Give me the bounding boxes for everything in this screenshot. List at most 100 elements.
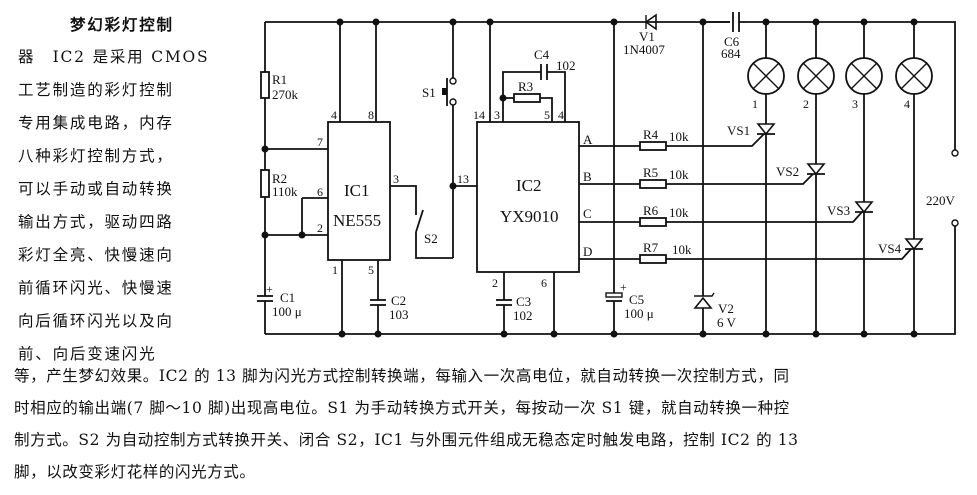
r5-value: 10k	[669, 167, 689, 182]
r4-label: R4	[643, 127, 659, 142]
ic1-pin2: 2	[317, 221, 323, 235]
ic1-ne555: IC1 NE555 4 8 7 6 2 3 1 5	[317, 18, 399, 338]
c2-value: 103	[389, 307, 409, 322]
ic1-pin7: 7	[317, 135, 323, 149]
c1-value: 100 μ	[272, 304, 302, 319]
lamp-4: 4	[895, 18, 933, 338]
ic2-pin2: 2	[492, 276, 498, 290]
ic2-pin13: 13	[457, 172, 469, 186]
bottom-line: 脚，以改变彩灯花样的闪光方式。	[14, 463, 256, 481]
side-line: 专用集成电路，内存	[18, 114, 174, 132]
r2-value: 110k	[272, 184, 298, 199]
row-d: R7 10k	[579, 240, 912, 264]
mains-terminals: 220V	[926, 149, 959, 227]
side-description: 梦幻彩灯控制 器 IC2 是采用 CMOS 工艺制造的彩灯控制 专用集成电路，内…	[18, 8, 218, 371]
lamp-2: 2	[797, 18, 835, 338]
r7-value: 10k	[672, 242, 692, 257]
vs1-thyristor: VS1	[727, 123, 776, 138]
ic1-pin4: 4	[331, 108, 337, 122]
lamp-1-label: 1	[752, 97, 758, 111]
v2-value: 6 V	[717, 315, 737, 330]
c1-plus: +	[266, 282, 273, 296]
c5-capacitor: + C5 100 μ	[605, 22, 654, 338]
side-line: 向后循环闪光以及向	[18, 312, 174, 330]
ic1-part: NE555	[333, 211, 381, 230]
r2-label: R2	[272, 171, 287, 186]
v1-diode: V1 1N4007	[610, 13, 707, 57]
vs2-label: VS2	[776, 164, 799, 179]
c6-value: 684	[721, 46, 741, 61]
c3-label: C3	[516, 294, 531, 309]
supply-label: 220V	[926, 193, 956, 208]
ic2-part: YX9010	[500, 207, 559, 226]
bottom-line: 制方式。S2 为自动控制方式转换开关、闭合 S2，IC1 与外围元件组成无稳态定…	[14, 431, 799, 449]
r1-label: R1	[272, 72, 287, 87]
s2-label: S2	[424, 231, 438, 246]
side-line: 可以手动或自动转换	[18, 180, 174, 198]
c5-label: C5	[629, 292, 644, 307]
vs4-thyristor: VS4	[878, 238, 924, 256]
ic2-pin3: 3	[494, 108, 500, 122]
side-line: 八种彩灯控制方式，	[18, 147, 174, 165]
vs4-label: VS4	[878, 241, 902, 256]
v1-value: 1N4007	[623, 42, 665, 57]
vs2-thyristor: VS2	[776, 163, 826, 179]
lamp-2-label: 2	[803, 97, 809, 111]
c1-label: C1	[280, 290, 295, 305]
c4-label: C4	[534, 47, 550, 62]
r5-label: R5	[643, 165, 658, 180]
side-line: 前循环闪光、快慢速	[18, 279, 174, 297]
lamp-4-label: 4	[904, 97, 910, 111]
vs3-thyristor: VS3	[827, 201, 874, 218]
c6-capacitor: C6 684	[703, 12, 746, 61]
ic2-out-a: A	[583, 132, 593, 147]
v2-zener: V2 6 V	[693, 22, 737, 338]
c5-plus: +	[620, 280, 627, 294]
r1-value: 270k	[272, 87, 299, 102]
c5-value: 100 μ	[624, 306, 654, 321]
bottom-line: 时相应的输出端(7 脚～10 脚)出现高电位。S1 为手动转换方式开关，每按动一…	[14, 399, 790, 417]
r6-label: R6	[643, 203, 659, 218]
ic1-pin6: 6	[317, 185, 323, 199]
c2-capacitor: C2 103	[370, 293, 409, 338]
ic2-pin5: 5	[544, 108, 550, 122]
c6-label: C6	[724, 34, 740, 49]
s1-label: S1	[422, 85, 436, 100]
c1-capacitor: + C1 100 μ	[257, 235, 302, 334]
r3-label: R3	[518, 79, 533, 94]
r2-resistor: R2 110k	[260, 149, 298, 235]
ic2-name: IC2	[516, 176, 542, 195]
r1-resistor: R1 270k	[260, 22, 299, 149]
ic2-out-c: C	[583, 206, 592, 221]
side-line: 彩灯全亮、快慢速向	[18, 246, 174, 264]
c3-value: 102	[513, 308, 533, 323]
ic2-yx9010: IC2 YX9010 14 3 5 4 13 2 6 A B C D	[457, 18, 593, 338]
side-line: 器 IC2 是采用 CMOS	[18, 48, 210, 66]
ic1-pin3: 3	[393, 172, 399, 186]
bottom-line: 等，产生梦幻效果。IC2 的 13 脚为闪光方式控制转换端，每输入一次高电位，就…	[14, 367, 790, 385]
r4-value: 10k	[669, 129, 689, 144]
ic1-pin8: 8	[368, 108, 374, 122]
row-b: R5 10k	[579, 165, 814, 189]
bottom-description: 等，产生梦幻效果。IC2 的 13 脚为闪光方式控制转换端，每输入一次高电位，就…	[14, 360, 969, 488]
ic2-pin14: 14	[473, 108, 485, 122]
row-a: R4 10k	[579, 127, 765, 151]
lamp-3: 3	[845, 18, 883, 338]
r7-label: R7	[643, 240, 659, 255]
side-line: 工艺制造的彩灯控制	[18, 81, 174, 99]
side-line: 前、向后变速闪光	[18, 345, 157, 363]
ic2-out-b: B	[583, 169, 592, 184]
article-title: 梦幻彩灯控制	[70, 15, 174, 34]
row-c: R6 10k	[579, 203, 863, 227]
s1-switch: S1	[422, 18, 457, 258]
ic1-pin1: 1	[332, 263, 338, 277]
r3-c4-network: R3 C4 102	[499, 47, 576, 122]
bottom-rail	[265, 226, 956, 335]
c4-value: 102	[556, 58, 576, 73]
ic1-pin5: 5	[368, 263, 374, 277]
ic2-pin6: 6	[541, 276, 547, 290]
ic2-out-d: D	[583, 244, 592, 259]
lamp-3-label: 3	[852, 97, 858, 111]
c2-label: C2	[391, 293, 406, 308]
ic2-pin4: 4	[558, 108, 564, 122]
